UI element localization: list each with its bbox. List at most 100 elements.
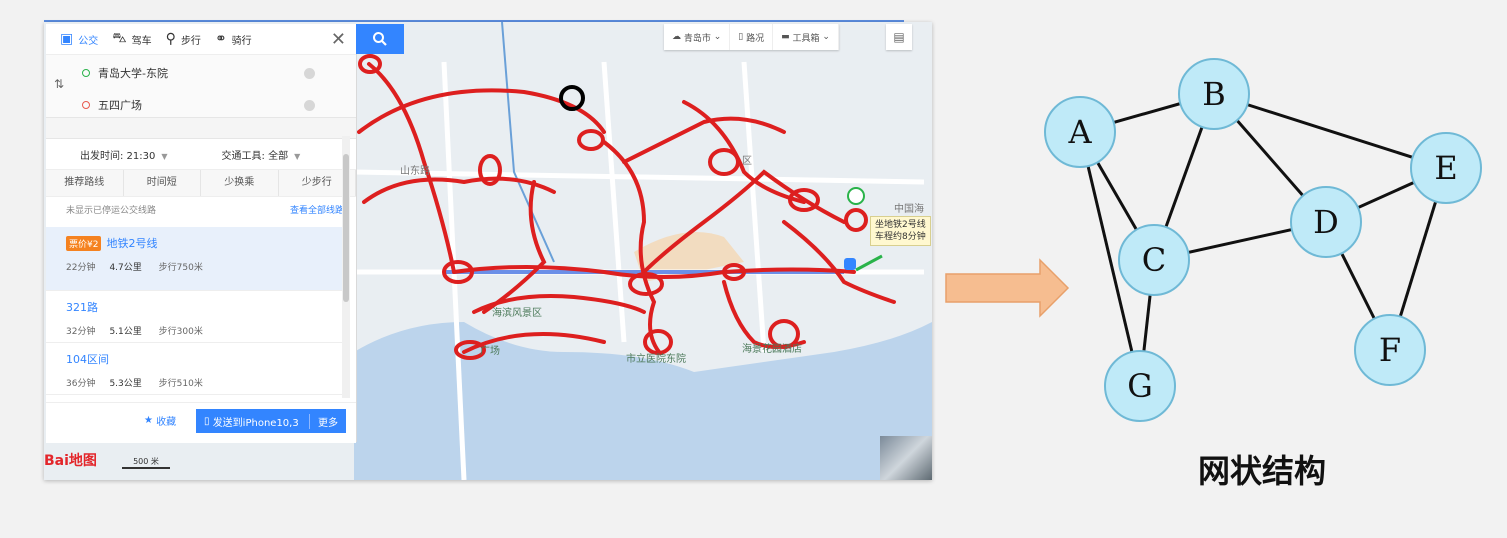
map-label-hotel: 海景花园酒店 <box>742 344 802 355</box>
tab-shortest-time[interactable]: 时间短 <box>124 170 201 196</box>
graph-node-label: G <box>1127 367 1153 405</box>
map-window: 山东路 海滨风景区 广场 市立医院东院 海景花园酒店 中国海 区 坐地铁2号线 … <box>44 22 932 480</box>
route-walk: 步行510米 <box>158 379 203 389</box>
swap-icon[interactable]: ⇅ <box>54 77 65 91</box>
view-all-link[interactable]: 查看全部线路 <box>289 205 344 216</box>
map-label-haibin: 海滨风景区 <box>492 308 542 319</box>
graph-nodes: A B C D E F G <box>1044 58 1482 422</box>
graph-node-label: C <box>1142 241 1166 279</box>
message-button[interactable]: ▤ <box>886 24 912 50</box>
city-selector[interactable]: ☁ 青岛市 ⌄ <box>664 24 731 50</box>
tab-recommended[interactable]: 推荐路线 <box>46 170 124 196</box>
graph-node-B: B <box>1178 58 1250 130</box>
end-field[interactable]: 五四广场 <box>82 97 315 113</box>
route-time: 22分钟 <box>66 263 96 273</box>
phone-icon: ▯ <box>204 415 213 427</box>
map-scale: 500 米 <box>122 456 170 469</box>
tab-bike[interactable]: ⚭骑行 <box>214 31 252 47</box>
map-toolbar: ☁ 青岛市 ⌄ ▯ 路况 ▬ 工具箱 ⌄ <box>664 24 839 50</box>
graph-node-circle <box>1410 132 1482 204</box>
tooltip-line-2: 车程约8分钟 <box>875 232 926 242</box>
favorite-button[interactable]: ★ 收藏 <box>144 415 177 428</box>
graph-node-label: F <box>1379 331 1401 369</box>
route-distance: 5.3公里 <box>109 379 142 389</box>
chevron-down-icon: ▼ <box>161 151 168 161</box>
start-dot-icon <box>82 69 90 77</box>
search-icon <box>373 32 387 46</box>
graph-node-F: F <box>1354 314 1426 386</box>
graph-node-D: D <box>1290 186 1362 258</box>
scrollbar-thumb[interactable] <box>343 154 349 302</box>
search-button[interactable] <box>356 24 404 54</box>
graph-node-label: D <box>1313 203 1339 241</box>
chevron-down-icon: ▼ <box>294 151 301 161</box>
street-view-thumbnail[interactable] <box>880 436 932 480</box>
route-tooltip: 坐地铁2号线 车程约8分钟 <box>870 216 931 246</box>
graph-node-circle <box>1178 58 1250 130</box>
tab-fewer-transfers[interactable]: 少换乘 <box>201 170 279 196</box>
route-walk: 步行750米 <box>158 263 203 273</box>
map-label-district: 区 <box>742 156 752 167</box>
baidu-map-logo: Bai地图 <box>44 453 97 469</box>
graph-node-label: B <box>1202 75 1226 113</box>
graph-node-circle <box>1104 350 1176 422</box>
map-label-china-sea: 中国海 <box>894 204 924 215</box>
walk-segment <box>855 254 883 272</box>
end-pin[interactable] <box>844 258 856 270</box>
bus-icon: ▣ <box>60 31 74 47</box>
route-inputs: ⇅ 青岛大学-东院 五四广场 <box>46 55 356 118</box>
tab-walk[interactable]: ⚲步行 <box>165 31 201 47</box>
tab-car[interactable]: ⛍驾车 <box>112 30 152 47</box>
bike-icon: ⚭ <box>214 31 227 47</box>
graph-node-circle <box>1290 186 1362 258</box>
clear-end-icon[interactable] <box>304 99 315 111</box>
start-pin[interactable] <box>847 187 865 205</box>
cloud-icon: ☁ <box>672 32 684 42</box>
route-distance: 5.1公里 <box>109 327 142 337</box>
graph-node-C: C <box>1118 224 1190 296</box>
close-icon[interactable]: ✕ <box>330 28 346 50</box>
graph-edge-B-E <box>1213 92 1447 170</box>
graph-node-G: G <box>1104 350 1176 422</box>
top-border-line <box>44 20 904 22</box>
clear-start-icon[interactable] <box>304 67 315 79</box>
chat-icon: ▤ <box>893 30 905 44</box>
network-graph: A B C D E F G <box>1044 58 1482 422</box>
map-label-hospital: 市立医院东院 <box>626 354 686 365</box>
scrollbar[interactable] <box>342 136 350 398</box>
black-circle-marker <box>559 85 585 111</box>
depart-time-select[interactable]: 出发时间: 21:30▼ <box>80 150 168 162</box>
route-name: 321路 <box>66 301 98 314</box>
end-dot-icon <box>82 101 90 109</box>
panel-gap <box>46 118 356 139</box>
map-canvas[interactable] <box>44 22 932 480</box>
transport-tool-select[interactable]: 交通工具: 全部▼ <box>221 150 301 162</box>
start-field[interactable]: 青岛大学-东院 <box>82 65 315 81</box>
route-name: 地铁2号线 <box>106 237 158 250</box>
walk-icon: ⚲ <box>165 31 176 47</box>
toolbox-icon: ▬ <box>781 32 793 42</box>
river-line <box>501 22 555 263</box>
route-walk: 步行300米 <box>158 327 203 337</box>
graph-edge-A-G <box>1078 131 1142 387</box>
route-filters: 出发时间: 21:30▼ 交通工具: 全部▼ <box>46 139 356 170</box>
graph-caption: 网状结构 <box>1198 452 1327 490</box>
more-button[interactable]: 更多 <box>309 413 346 429</box>
preference-tabs: 推荐路线 时间短 少换乘 少步行 <box>46 170 356 197</box>
toolbox-button[interactable]: ▬ 工具箱 ⌄ <box>773 24 839 50</box>
traffic-button[interactable]: ▯ 路况 <box>730 24 774 50</box>
graph-node-label: E <box>1434 149 1457 187</box>
graph-node-E: E <box>1410 132 1482 204</box>
fare-badge: 票价¥2 <box>66 235 102 251</box>
map-label-shandong: 山东路 <box>400 166 430 177</box>
route-panel: ▣公交 ⛍驾车 ⚲步行 ⚭骑行 ✕ ⇅ 青岛大学-东院 五四广场 出发时间: 2… <box>46 24 357 443</box>
graph-node-label: A <box>1067 113 1092 151</box>
tab-less-walking[interactable]: 少步行 <box>279 170 356 196</box>
tab-bus[interactable]: ▣公交 <box>60 31 99 47</box>
